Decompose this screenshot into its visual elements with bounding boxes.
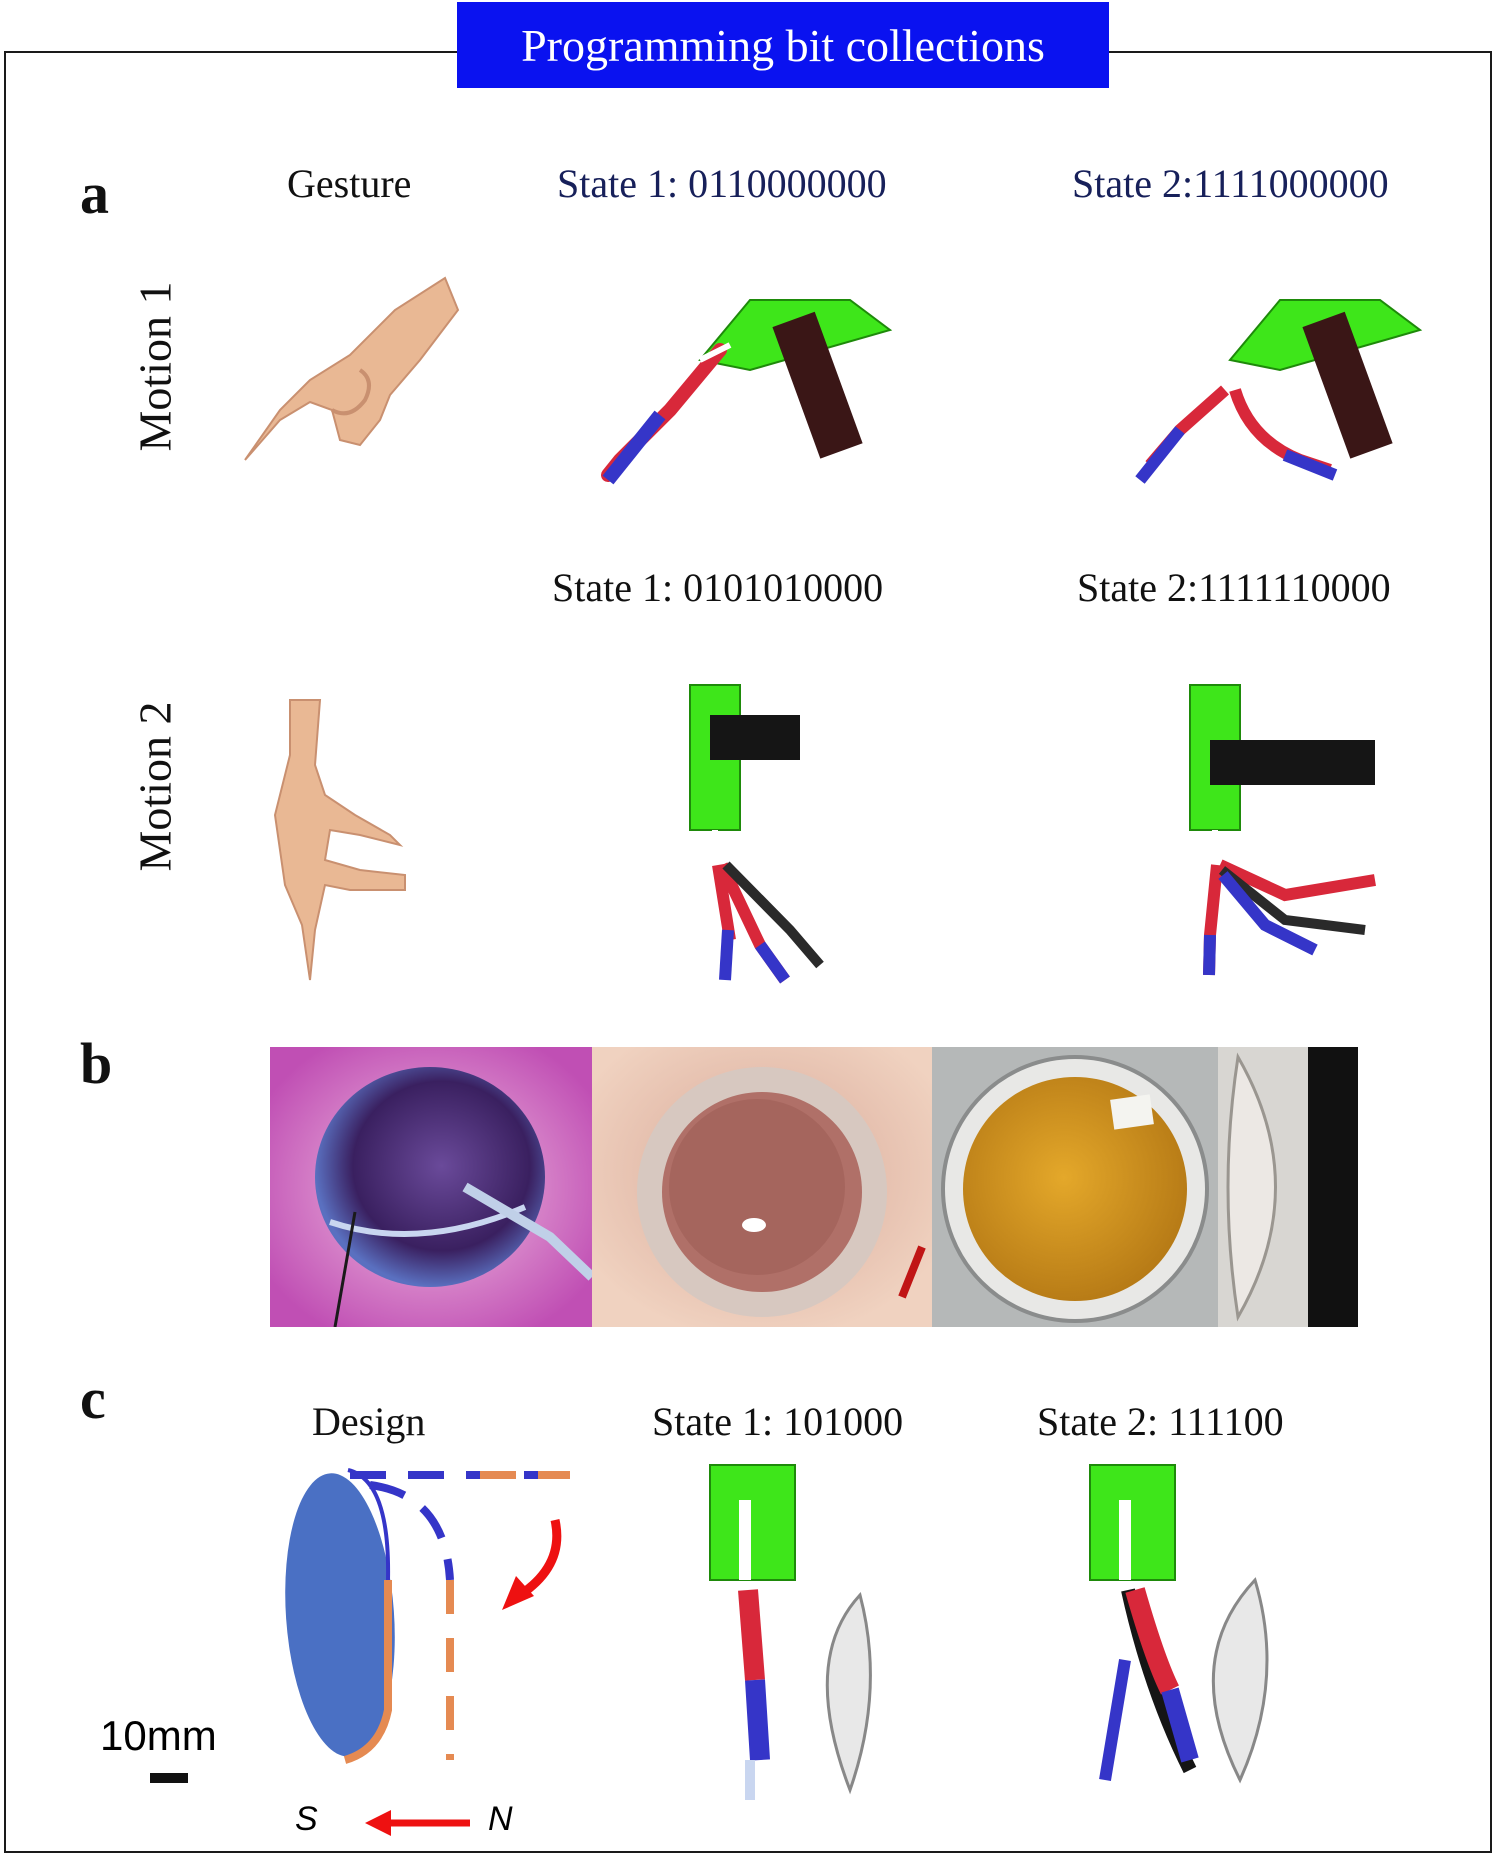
scale-bar xyxy=(150,1773,188,1783)
motion2-label: Motion 2 xyxy=(129,701,181,872)
gesture-header: Gesture xyxy=(287,161,412,206)
rotation-arrow-icon xyxy=(502,1519,562,1610)
pole-n-label: N xyxy=(488,1800,513,1838)
panel-a-label: a xyxy=(80,161,109,226)
actuator-design-state1 xyxy=(709,1464,872,1800)
lens-photo-side xyxy=(1218,1047,1358,1327)
field-arrow-icon xyxy=(365,1810,470,1836)
actuator-motion1-state2 xyxy=(1135,299,1423,484)
hand-gesture-motion1-icon xyxy=(244,276,460,461)
motion1-state1-label: State 1: 0110000000 xyxy=(557,161,887,206)
motion1-label: Motion 1 xyxy=(129,281,181,452)
actuator-design-state2 xyxy=(1089,1464,1269,1784)
motion2-state1-label: State 1: 0101010000 xyxy=(552,565,884,610)
actuator-motion2-state2 xyxy=(1189,684,1376,976)
actuator-motion1-state1 xyxy=(601,299,893,485)
design-header: Design xyxy=(312,1399,426,1444)
panel-c-label: c xyxy=(80,1366,106,1431)
motion1-state2-label: State 2:1111000000 xyxy=(1072,161,1389,206)
surgery-photo-1 xyxy=(270,1047,592,1327)
scale-label: 10mm xyxy=(100,1712,217,1759)
motion2-state2-label: State 2:1111110000 xyxy=(1077,565,1391,610)
design-diagram xyxy=(285,1468,570,1764)
title-banner: Programming bit collections xyxy=(457,2,1109,88)
design-state1-label: State 1: 101000 xyxy=(652,1399,904,1444)
panel-b-label: b xyxy=(80,1031,113,1096)
hand-gesture-motion2-icon xyxy=(273,699,406,981)
actuator-motion2-state1 xyxy=(689,684,824,984)
pole-s-label: S xyxy=(295,1800,318,1838)
surgery-photo-2 xyxy=(592,1047,932,1327)
lens-photo-top xyxy=(932,1047,1218,1327)
design-state2-label: State 2: 111100 xyxy=(1037,1399,1284,1444)
